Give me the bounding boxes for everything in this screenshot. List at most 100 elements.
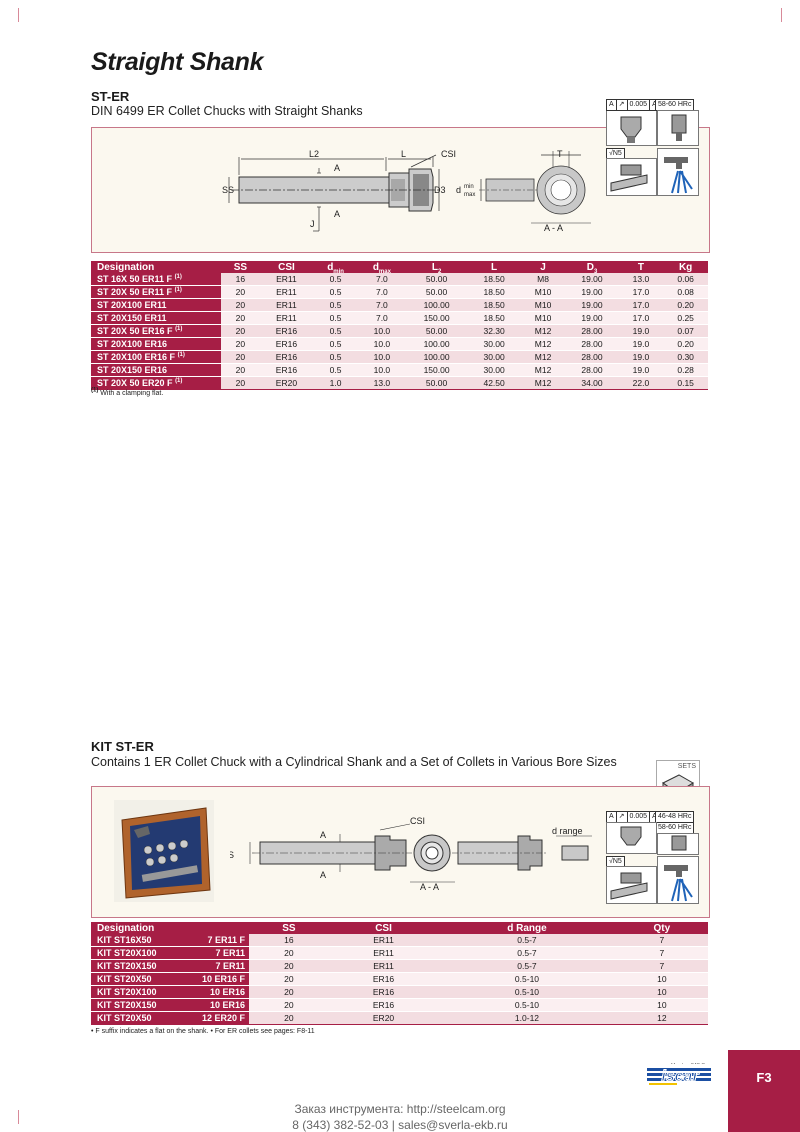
table-cell: 0.5 bbox=[313, 324, 359, 338]
table-cell: 20 bbox=[221, 298, 260, 312]
table-cell: 100.00 bbox=[405, 350, 468, 364]
designation-cell: ST 20X100 ER16 F (1) bbox=[91, 350, 221, 364]
table-cell: ER16 bbox=[328, 985, 439, 999]
table-cell: ER20 bbox=[259, 376, 314, 390]
table-cell: 10 bbox=[615, 972, 708, 986]
table-cell: 20 bbox=[221, 311, 260, 325]
coolant-icon bbox=[664, 865, 693, 902]
col-kg: Kg bbox=[663, 261, 708, 273]
table-cell: 50.00 bbox=[405, 324, 468, 338]
grinding-icon bbox=[610, 872, 648, 900]
table-cell: 0.5 bbox=[313, 311, 359, 325]
label-csi: CSI bbox=[441, 149, 456, 159]
section-description: Contains 1 ER Collet Chuck with a Cylind… bbox=[91, 755, 617, 769]
designation-cell: ST 20X 50 ER11 F (1) bbox=[91, 285, 221, 299]
logo-text: iscar bbox=[661, 1068, 699, 1085]
coolant-icon-box bbox=[657, 856, 699, 904]
table-cell: 0.5-7 bbox=[438, 946, 616, 960]
table-cell: 19.00 bbox=[565, 285, 619, 299]
table-cell: 20 bbox=[221, 337, 260, 351]
table-cell: 7 bbox=[615, 934, 708, 947]
table-cell: ER11 bbox=[259, 285, 314, 299]
table-cell: 19.00 bbox=[565, 311, 619, 325]
kit-st-er-spec-table: Designation SS CSI d Range Qty KIT ST16X… bbox=[91, 922, 708, 1025]
col-d-max: dmax bbox=[358, 261, 406, 275]
label-d-min: min bbox=[464, 184, 474, 190]
section-code: KIT ST-ER bbox=[91, 739, 154, 754]
footer-contact-line: 8 (343) 382-52-03 | sales@sverla-ekb.ru bbox=[292, 1118, 508, 1132]
table-cell: M10 bbox=[520, 298, 566, 312]
coolant-icon bbox=[664, 157, 693, 194]
label-l: L bbox=[401, 149, 406, 159]
col-designation: Designation bbox=[91, 261, 221, 273]
label-ss: SS bbox=[222, 185, 234, 195]
surface-finish-icon bbox=[606, 866, 657, 904]
table-cell: 20 bbox=[249, 972, 329, 986]
runout-tolerance: A↗0.005A bbox=[606, 99, 660, 111]
sets-label: SETS bbox=[677, 763, 696, 770]
table-cell: M12 bbox=[520, 376, 566, 390]
table-cell: 19.00 bbox=[565, 298, 619, 312]
table-cell: 28.00 bbox=[565, 337, 619, 351]
table-cell: 19.0 bbox=[618, 324, 664, 338]
table-cell: 0.5 bbox=[313, 350, 359, 364]
footnote: • F suffix indicates a flat on the shank… bbox=[91, 1028, 315, 1035]
table-cell: ER11 bbox=[328, 959, 439, 973]
footer-order-line: Заказ инструмента: http://steelcam.org bbox=[294, 1102, 506, 1116]
table-cell: 20 bbox=[249, 998, 329, 1012]
table-cell: 0.20 bbox=[663, 337, 708, 351]
designation-cell: ST 20X 50 ER16 F (1) bbox=[91, 324, 221, 338]
table-cell: ER11 bbox=[328, 934, 439, 947]
label-section-aa: A - A bbox=[544, 223, 563, 233]
table-cell: 0.5-10 bbox=[438, 998, 616, 1012]
table-cell: 18.50 bbox=[467, 311, 521, 325]
kit-case-photo bbox=[114, 800, 214, 902]
table-cell: 20 bbox=[249, 946, 329, 960]
page-tab: F3 bbox=[728, 1050, 800, 1132]
table-cell: ER11 bbox=[259, 273, 314, 286]
crop-mark bbox=[781, 8, 782, 22]
col-l: L bbox=[467, 261, 521, 273]
label-a-bottom: A bbox=[334, 209, 340, 219]
table-cell: 0.5 bbox=[313, 298, 359, 312]
clamping-icon bbox=[606, 110, 657, 146]
designation-cell: ST 20X 50 ER20 F (1) bbox=[91, 376, 221, 390]
col-d-range: d Range bbox=[438, 922, 616, 934]
table-cell: 20 bbox=[221, 376, 260, 390]
table-cell: 16 bbox=[221, 273, 260, 286]
table-cell: 0.07 bbox=[663, 324, 708, 338]
table-cell: 19.0 bbox=[618, 350, 664, 364]
surface-finish-icon bbox=[606, 158, 657, 196]
table-cell: M12 bbox=[520, 363, 566, 377]
table-cell: ER11 bbox=[259, 298, 314, 312]
label-t: T bbox=[557, 149, 563, 159]
table-cell: 10.0 bbox=[358, 337, 406, 351]
table-cell: 28.00 bbox=[565, 350, 619, 364]
label-l2: L2 bbox=[309, 149, 319, 159]
designation-cell: ST 20X100 ER16 bbox=[91, 337, 221, 351]
table-cell: 17.0 bbox=[618, 298, 664, 312]
table-cell: ER20 bbox=[328, 1011, 439, 1025]
table-cell: 13.0 bbox=[618, 273, 664, 286]
table-cell: 19.0 bbox=[618, 363, 664, 377]
col-d3: D3 bbox=[565, 261, 619, 275]
footnote: (1) With a clamping flat. bbox=[91, 387, 164, 397]
table-cell: 100.00 bbox=[405, 337, 468, 351]
table-cell: ER11 bbox=[259, 311, 314, 325]
table-cell: 1.0-12 bbox=[438, 1011, 616, 1025]
table-cell: M12 bbox=[520, 350, 566, 364]
hardness-icon bbox=[657, 110, 699, 146]
table-cell: 7 bbox=[615, 946, 708, 960]
table-cell: 0.5-7 bbox=[438, 959, 616, 973]
table-cell: 0.5 bbox=[313, 363, 359, 377]
label-d3: D3 bbox=[434, 185, 446, 195]
table-cell: 20 bbox=[221, 285, 260, 299]
